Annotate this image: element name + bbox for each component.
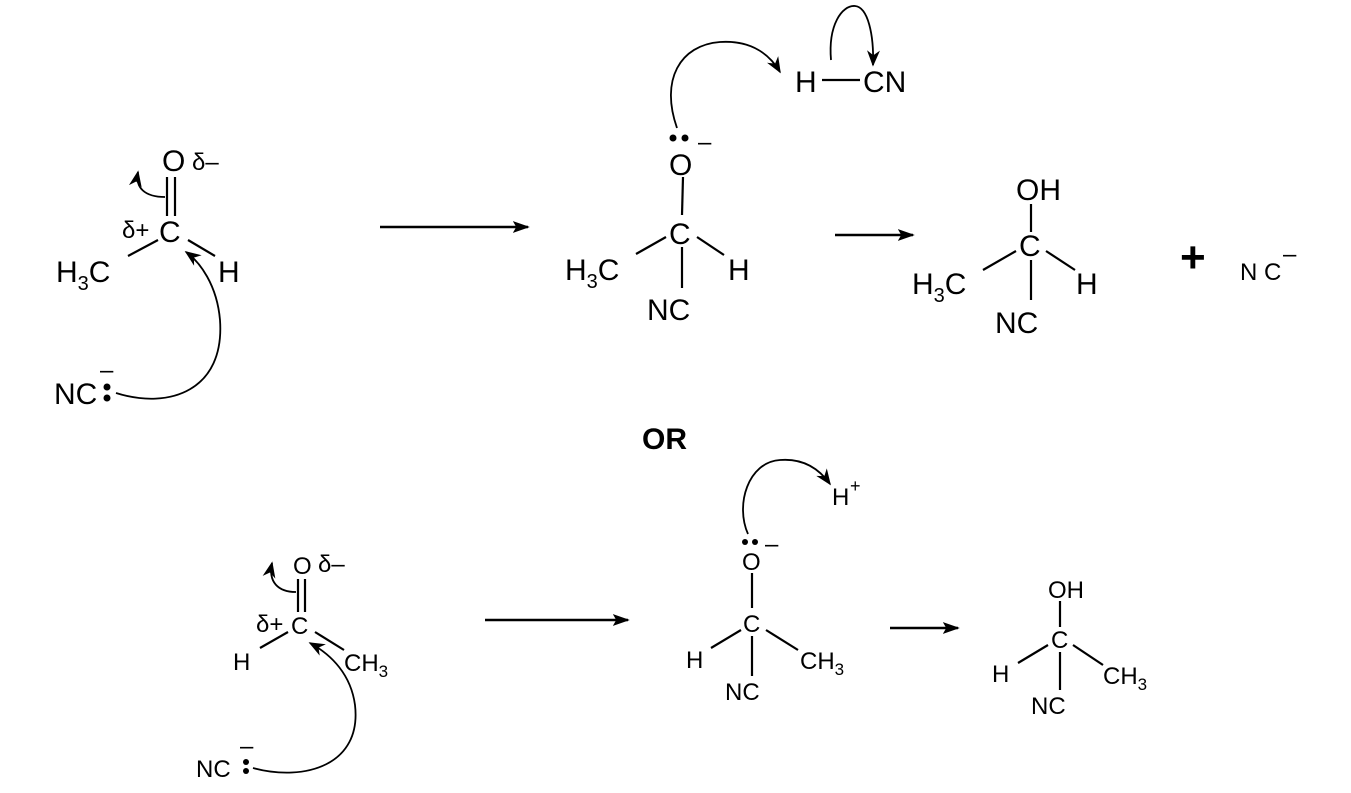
top-reactant-ethanal: O δ– δ+ C H3C H NC – (54, 145, 240, 411)
lone-pair-dot (103, 394, 111, 402)
bond (1045, 250, 1076, 271)
lone-pair-dot (669, 134, 677, 142)
methyl-group: H3C (565, 254, 619, 293)
hydrogen-atom: H (233, 649, 250, 676)
bond (635, 236, 667, 255)
negative-charge: – (765, 531, 779, 558)
curly-arrow-pi-bond (128, 170, 166, 198)
cyanide-ion: N C (1240, 259, 1281, 286)
bond (765, 629, 799, 651)
methyl-group: CH3 (1103, 663, 1147, 694)
curly-arrow-nucleophilic-attack (115, 251, 222, 400)
bond (696, 236, 725, 256)
lone-pair-dot (103, 383, 111, 391)
bond (187, 239, 216, 257)
methyl-group: CH3 (800, 648, 844, 679)
cyanide-nucleophile: NC (196, 756, 231, 783)
positive-charge: + (850, 476, 861, 496)
negative-charge: – (100, 357, 114, 384)
bottom-reactant-ethanal: O δ– δ+ C H CH3 NC – (196, 551, 388, 783)
carbon-atom: C (669, 218, 691, 251)
oxygen-atom: O (293, 553, 312, 580)
nitrile-group: NC (1031, 693, 1066, 720)
lone-pair-dot (681, 134, 689, 142)
curly-arrow-nucleophilic-attack (252, 642, 357, 774)
partial-positive-charge: δ+ (122, 217, 149, 244)
negative-charge: – (1283, 241, 1297, 268)
bond (1072, 644, 1104, 666)
hydrogen-atom: H (218, 256, 240, 289)
hydrogen-atom: H (728, 254, 750, 287)
carbon-atom: C (1019, 230, 1041, 263)
nitrile-group: NC (725, 679, 760, 706)
lone-pair-dot (742, 539, 748, 545)
oxygen-atom: O (669, 149, 692, 182)
nitrile-group: NC (995, 307, 1038, 340)
curly-arrow-to-hcn (670, 41, 781, 129)
cyanide-group: CN (863, 66, 906, 99)
oxygen-atom: O (162, 145, 185, 178)
negative-charge: – (698, 129, 712, 156)
bond (710, 629, 742, 649)
methyl-group: CH3 (344, 650, 388, 681)
carbonyl-carbon: C (291, 613, 308, 640)
hydrogen-atom: H (686, 647, 703, 674)
bond (982, 250, 1017, 271)
bond (259, 631, 289, 649)
curly-arrow-pi-bond (262, 561, 297, 593)
plus-sign: + (1180, 233, 1206, 282)
hydrogen-atom: H (795, 66, 817, 99)
partial-negative-charge: δ– (318, 551, 345, 578)
lone-pair-dot (752, 539, 758, 545)
bond (314, 631, 345, 651)
hydroxyl-group: OH (1016, 174, 1061, 207)
curly-arrow-bond-cleavage (829, 5, 880, 67)
bottom-product-cyanohydrin: OH C H CH3 NC (992, 577, 1147, 720)
negative-charge: – (240, 733, 254, 760)
hydrogen-atom: H (992, 661, 1009, 688)
lone-pair-dot (243, 759, 249, 765)
carbonyl-carbon: C (159, 216, 181, 249)
bottom-alkoxide-intermediate: O – C H CH3 NC (686, 458, 844, 706)
carbon-atom: C (1051, 627, 1068, 654)
partial-positive-charge: δ+ (256, 611, 283, 638)
bond (680, 176, 685, 216)
top-product-cyanohydrin: OH C H3C H NC (912, 174, 1098, 340)
methyl-group: H3C (912, 268, 966, 307)
lone-pair-dot (243, 768, 249, 774)
proton: H (832, 484, 849, 511)
methyl-group: H3C (56, 256, 110, 295)
hydrogen-atom: H (1076, 268, 1098, 301)
bond (1017, 644, 1049, 664)
carbon-atom: C (743, 611, 760, 638)
partial-negative-charge: δ– (192, 149, 219, 176)
hydrogen-cyanide: H CN (795, 5, 906, 99)
bond (127, 239, 159, 257)
cyanide-nucleophile: NC (54, 378, 97, 411)
nitrile-group: NC (647, 294, 690, 327)
or-label: OR (642, 423, 687, 456)
hydroxyl-group: OH (1048, 577, 1084, 604)
curly-arrow-to-proton (742, 458, 831, 535)
top-alkoxide-intermediate: O – C H3C H NC (565, 41, 781, 327)
oxygen-atom: O (742, 549, 761, 576)
